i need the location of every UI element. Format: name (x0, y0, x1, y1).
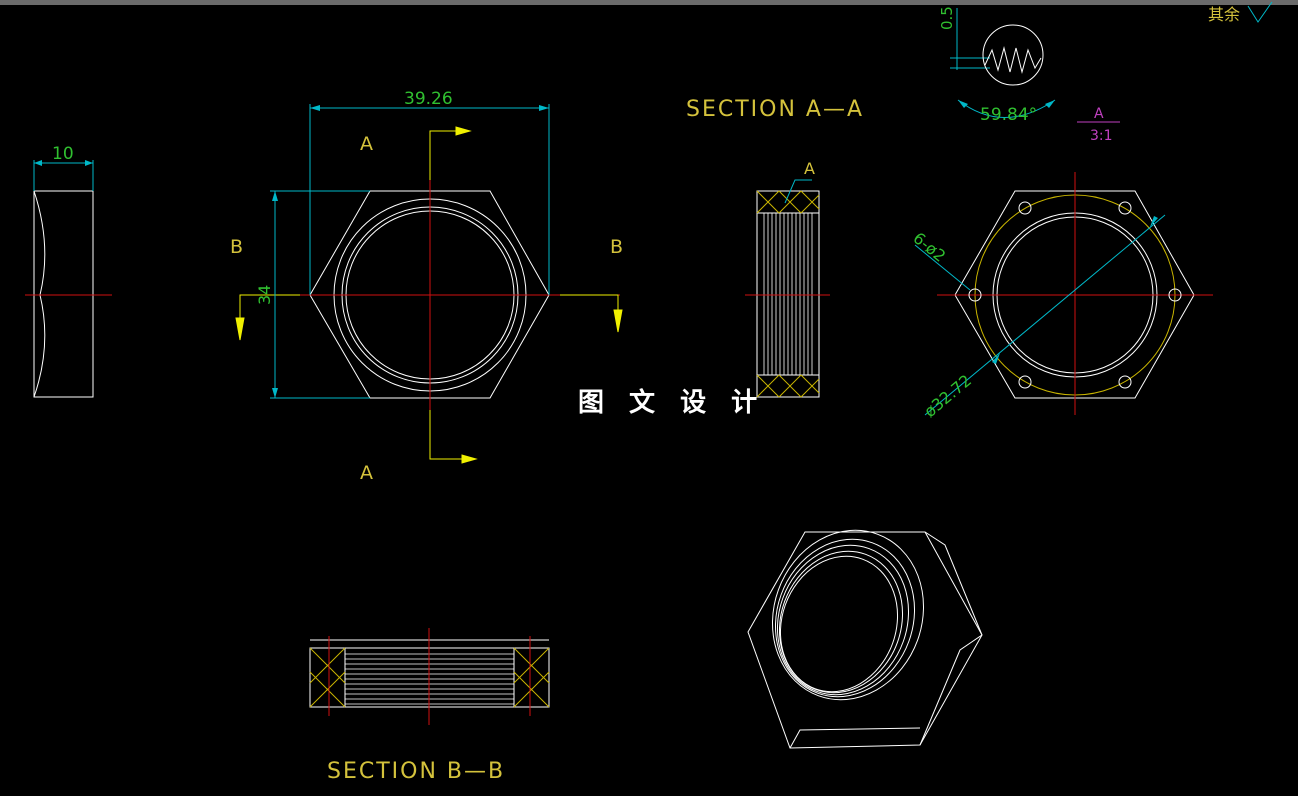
side-view (25, 160, 112, 398)
width-dimension: 39.26 (404, 89, 453, 109)
section-label-a-top: A (360, 133, 373, 155)
isometric-view (747, 529, 983, 749)
section-cut-markers (235, 126, 623, 464)
section-bb-view (309, 628, 550, 725)
hole-pattern-dimension: 6-ø2 (909, 228, 949, 265)
detail-callout-label: A (804, 159, 815, 178)
angle-dimension: 59.84° (980, 105, 1037, 125)
section-label-a-bottom: A (360, 462, 373, 484)
bolt-circle-dimension: ø32.72 (920, 371, 975, 421)
pitch-dimension: 0.5 (938, 6, 956, 30)
detail-a-name: A (1094, 106, 1104, 122)
rear-view (914, 172, 1213, 416)
section-label-b-left: B (230, 236, 243, 258)
section-bb-title: SECTION B—B (327, 759, 505, 784)
front-view-dimensions (270, 104, 550, 399)
roughness-symbol (1247, 1, 1273, 23)
detail-a-scale: 3:1 (1090, 128, 1113, 144)
roughness-note: 其余 (1208, 5, 1240, 24)
thickness-dimension: 10 (52, 144, 74, 164)
height-dimension: 34 (255, 285, 274, 305)
section-aa-title: SECTION A—A (686, 97, 864, 122)
detail-a-view (950, 8, 1120, 123)
section-aa-view (745, 179, 830, 398)
watermark-text: 图 文 设 计 (578, 388, 766, 418)
window-top-bar (0, 0, 1298, 5)
section-label-b-right: B (610, 236, 623, 258)
